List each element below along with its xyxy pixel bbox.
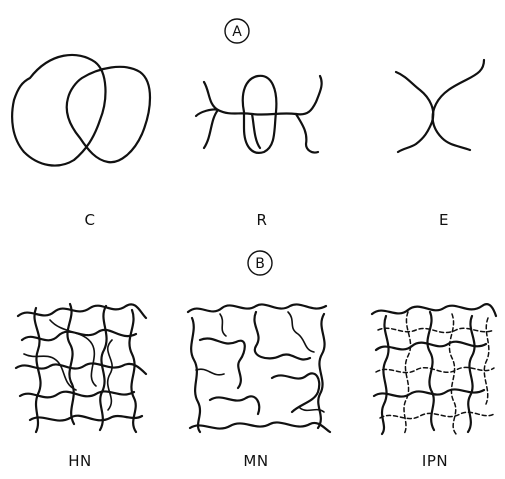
- network-mn-drawing: [188, 304, 330, 432]
- topology-c-label: C: [85, 211, 96, 229]
- panel-b-marker: B: [248, 251, 272, 275]
- network-ipn-drawing: [372, 304, 496, 434]
- panel-a-marker: A: [225, 19, 249, 43]
- network-ipn-label: IPN: [422, 452, 448, 470]
- network-hn-drawing: [16, 304, 146, 432]
- topology-c-drawing: [12, 55, 150, 166]
- network-hn-label: HN: [68, 452, 92, 470]
- topology-e-label: E: [439, 211, 449, 229]
- panel-b-label: B: [255, 256, 265, 272]
- network-mn-label: MN: [243, 452, 268, 470]
- topology-e-drawing: [396, 60, 484, 152]
- topology-r-drawing: [196, 76, 322, 153]
- panel-a-label: A: [232, 24, 242, 40]
- topology-r-label: R: [257, 211, 268, 229]
